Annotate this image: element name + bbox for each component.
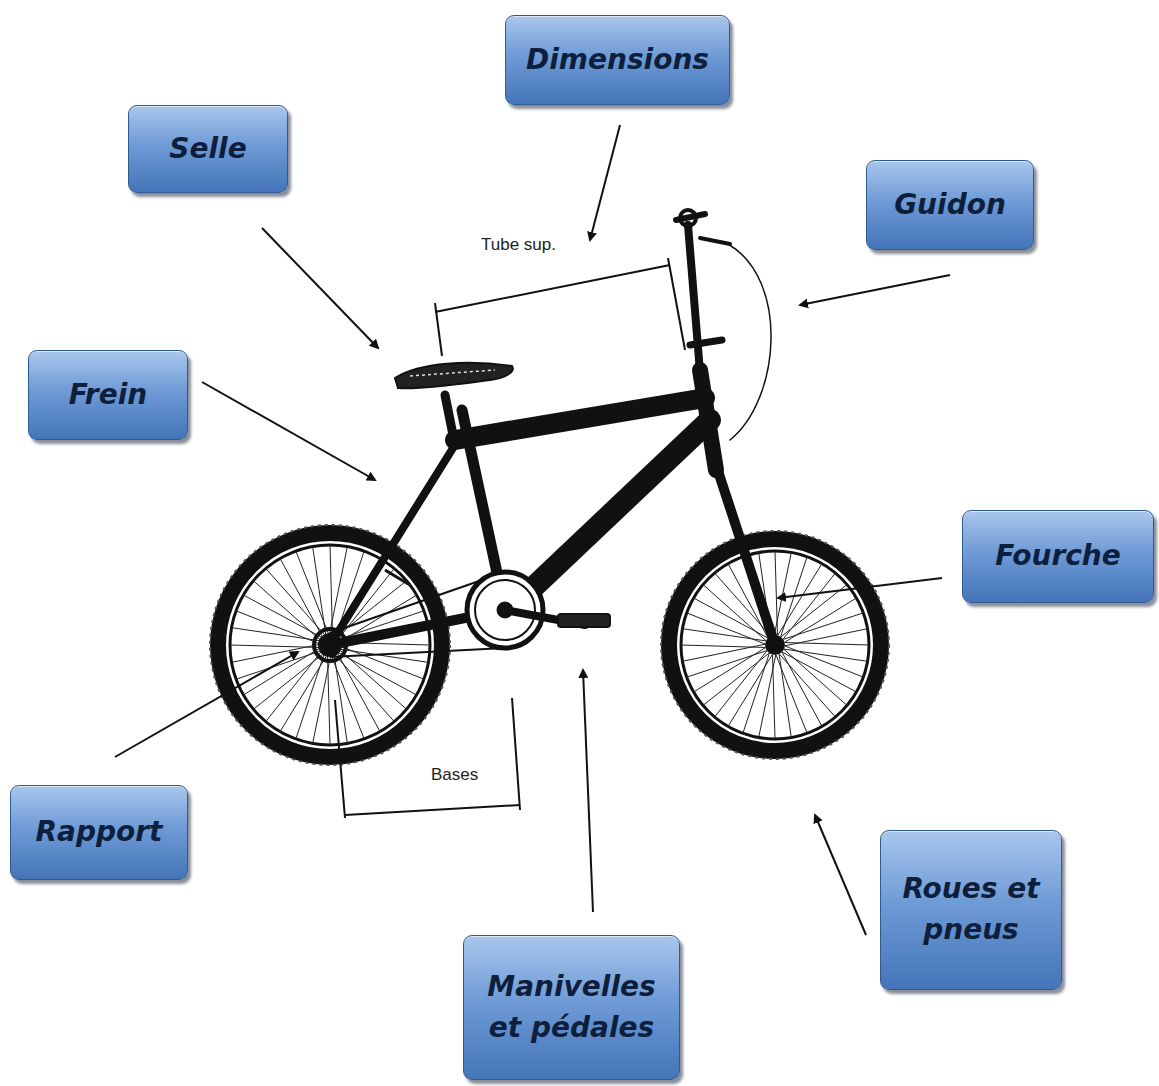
callout-label: Roues et pneus xyxy=(895,869,1047,950)
frame xyxy=(330,370,775,645)
dimension-label: Tube sup. xyxy=(478,235,559,255)
spoke xyxy=(778,564,822,636)
spoke xyxy=(687,651,767,678)
callout-label: Selle xyxy=(169,129,246,170)
callout-label: Dimensions xyxy=(526,40,709,81)
spoke xyxy=(334,654,347,743)
spoke xyxy=(280,655,327,732)
callout-label: Fourche xyxy=(995,536,1120,577)
spoke xyxy=(783,613,863,640)
callout-box: Roues et pneus xyxy=(880,830,1062,990)
handlebar xyxy=(676,210,771,440)
callout-box: Manivelles et pédales xyxy=(463,935,680,1080)
drivetrain xyxy=(314,572,610,661)
callout-box: Rapport xyxy=(10,785,188,880)
callout-box: Selle xyxy=(128,105,288,193)
spoke xyxy=(681,645,765,647)
callout-label: Frein xyxy=(69,375,147,416)
spoke xyxy=(759,655,776,738)
spoke xyxy=(687,613,765,644)
spoke xyxy=(785,646,863,677)
leader-arrow xyxy=(115,125,950,935)
spoke xyxy=(236,651,322,680)
saddle xyxy=(395,363,513,389)
spoke xyxy=(774,552,791,635)
dimension-bracket xyxy=(335,258,685,818)
callout-box: Frein xyxy=(28,350,188,440)
dimension-label: Bases xyxy=(428,765,481,785)
spoke xyxy=(779,654,791,737)
callout-label: Guidon xyxy=(894,185,1006,226)
callout-box: Guidon xyxy=(866,160,1034,250)
rear-brake xyxy=(380,540,410,585)
callout-label: Rapport xyxy=(36,812,163,853)
spoke xyxy=(313,547,326,636)
spoke xyxy=(785,629,868,646)
spoke xyxy=(313,655,331,744)
callout-box: Dimensions xyxy=(505,15,730,105)
callout-label: Manivelles et pédales xyxy=(478,967,665,1048)
spoke xyxy=(230,645,320,647)
spoke xyxy=(784,649,847,705)
callout-box: Fourche xyxy=(962,510,1154,603)
spoke xyxy=(728,655,772,727)
